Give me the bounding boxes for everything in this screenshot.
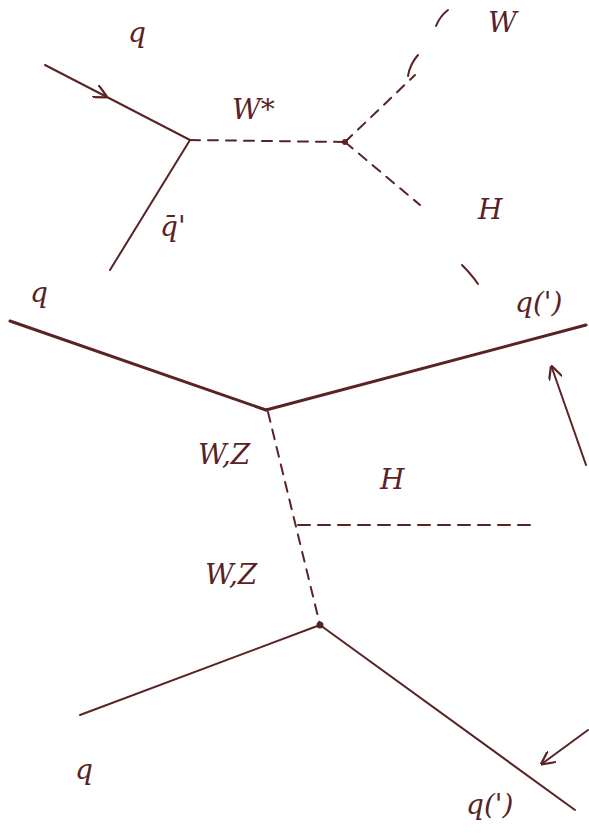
particle-label: W,Z xyxy=(205,560,257,591)
w-star-propagator xyxy=(190,140,345,142)
particle-label: W* xyxy=(232,95,275,126)
quark-line xyxy=(45,65,105,96)
quark-line xyxy=(105,96,190,140)
particle-label: q xyxy=(75,755,93,786)
particle-label: H xyxy=(478,195,502,226)
higgs-line xyxy=(345,142,420,205)
pointer-arrow xyxy=(543,730,588,763)
pen-stroke xyxy=(462,265,478,284)
vertex-dot xyxy=(343,140,347,144)
particle-label: q xyxy=(128,18,146,49)
pen-stroke xyxy=(408,55,418,76)
quark-line xyxy=(320,625,575,810)
vector-boson-line xyxy=(268,412,320,625)
antiquark-line xyxy=(110,140,190,270)
w-boson-line xyxy=(345,75,415,142)
quark-line xyxy=(80,625,320,715)
particle-label: q̄' xyxy=(160,212,186,243)
particle-label: W xyxy=(488,8,517,39)
vertex-dot xyxy=(318,623,323,628)
pointer-arrow xyxy=(552,368,586,465)
quark-line xyxy=(10,321,266,410)
particle-label: q xyxy=(30,278,48,309)
particle-label: W,Z xyxy=(198,440,250,471)
particle-label: q(') xyxy=(466,790,513,821)
quark-line xyxy=(266,325,586,410)
pen-stroke xyxy=(436,10,448,26)
particle-label: q(') xyxy=(515,288,562,319)
higgs-line xyxy=(298,524,530,526)
particle-label: H xyxy=(380,465,404,496)
